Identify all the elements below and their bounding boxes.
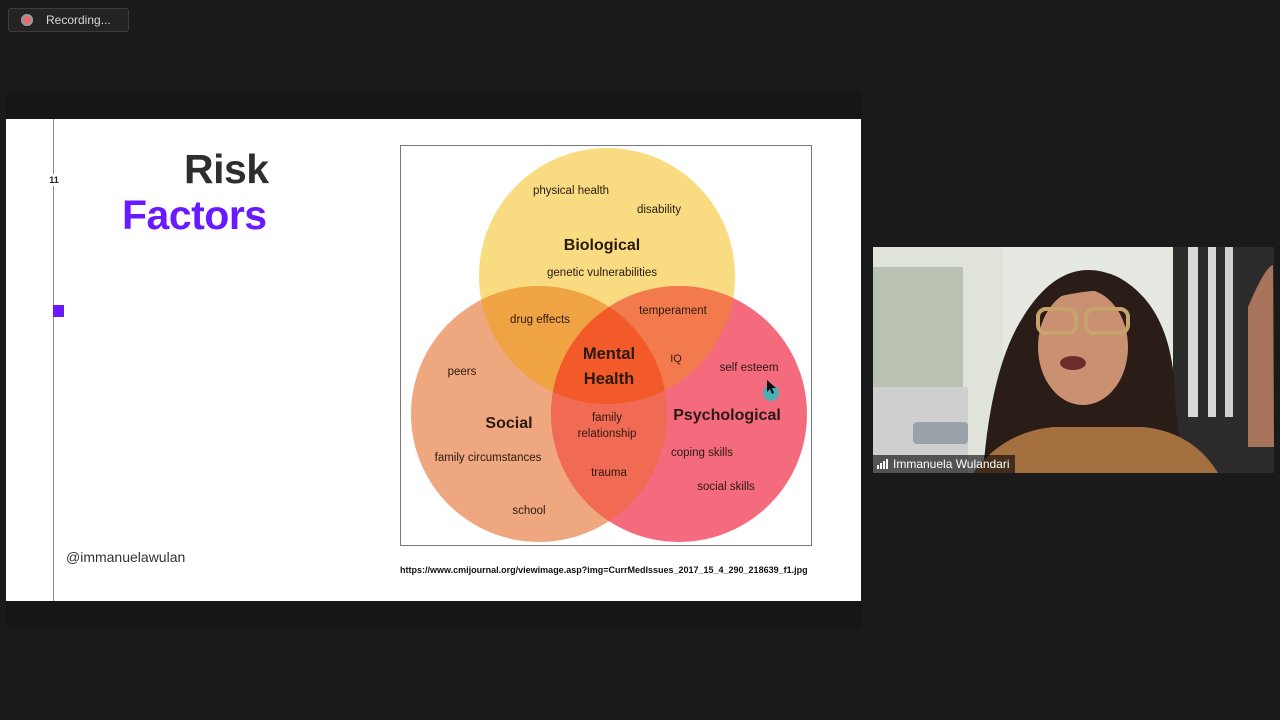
- slide-title-line2: Factors: [122, 192, 267, 238]
- video-frame: [873, 247, 1274, 473]
- center-overlap: [551, 286, 667, 404]
- psychological-title: Psychological: [673, 407, 781, 424]
- slide-number: 11: [46, 174, 62, 186]
- recording-indicator[interactable]: Recording...: [8, 8, 129, 32]
- accent-square: [53, 305, 64, 317]
- recording-label: Recording...: [46, 13, 111, 27]
- participant-name: Immanuela Wulandari: [893, 457, 1010, 471]
- social-psych-item-2: relationship: [578, 428, 637, 440]
- center-title-line2: Health: [584, 370, 634, 388]
- mouse-cursor-icon: [763, 380, 779, 401]
- slide-divider-line: [53, 119, 54, 601]
- record-dot-icon: [21, 14, 33, 26]
- social-psych-item-1: family: [592, 412, 622, 424]
- participant-video[interactable]: Immanuela Wulandari: [873, 247, 1274, 473]
- psychological-item-2: coping skills: [671, 447, 733, 459]
- biological-title: Biological: [564, 237, 640, 254]
- biological-item-3: genetic vulnerabilities: [547, 267, 657, 279]
- psychological-item-3: social skills: [697, 481, 755, 493]
- participant-name-tag: Immanuela Wulandari: [873, 455, 1015, 473]
- slide-title-line1: Risk: [184, 146, 269, 192]
- venn-diagram: physical health disability Biological ge…: [400, 145, 812, 546]
- social-item-2: family circumstances: [435, 452, 542, 464]
- social-title: Social: [485, 415, 532, 432]
- signal-bars-icon: [877, 459, 888, 469]
- center-title-line1: Mental: [583, 345, 635, 363]
- social-psych-item-3: trauma: [591, 467, 627, 479]
- social-item-1: peers: [448, 366, 477, 378]
- source-url[interactable]: https://www.cmijournal.org/viewimage.asp…: [400, 565, 808, 575]
- social-item-3: school: [512, 505, 545, 517]
- biological-item-1: physical health: [533, 185, 609, 197]
- bio-psych-item: temperament: [639, 305, 708, 317]
- biological-item-2: disability: [637, 204, 681, 216]
- center-extra-item: IQ: [670, 353, 682, 365]
- author-handle: @immanuelawulan: [66, 549, 186, 565]
- shared-screen: 11 Risk Factors @immanuelawulan: [6, 93, 861, 627]
- bio-social-item: drug effects: [510, 314, 570, 326]
- psychological-item-1: self esteem: [720, 362, 779, 374]
- venn-svg: physical health disability Biological ge…: [411, 148, 807, 542]
- presentation-slide: 11 Risk Factors @immanuelawulan: [6, 119, 861, 601]
